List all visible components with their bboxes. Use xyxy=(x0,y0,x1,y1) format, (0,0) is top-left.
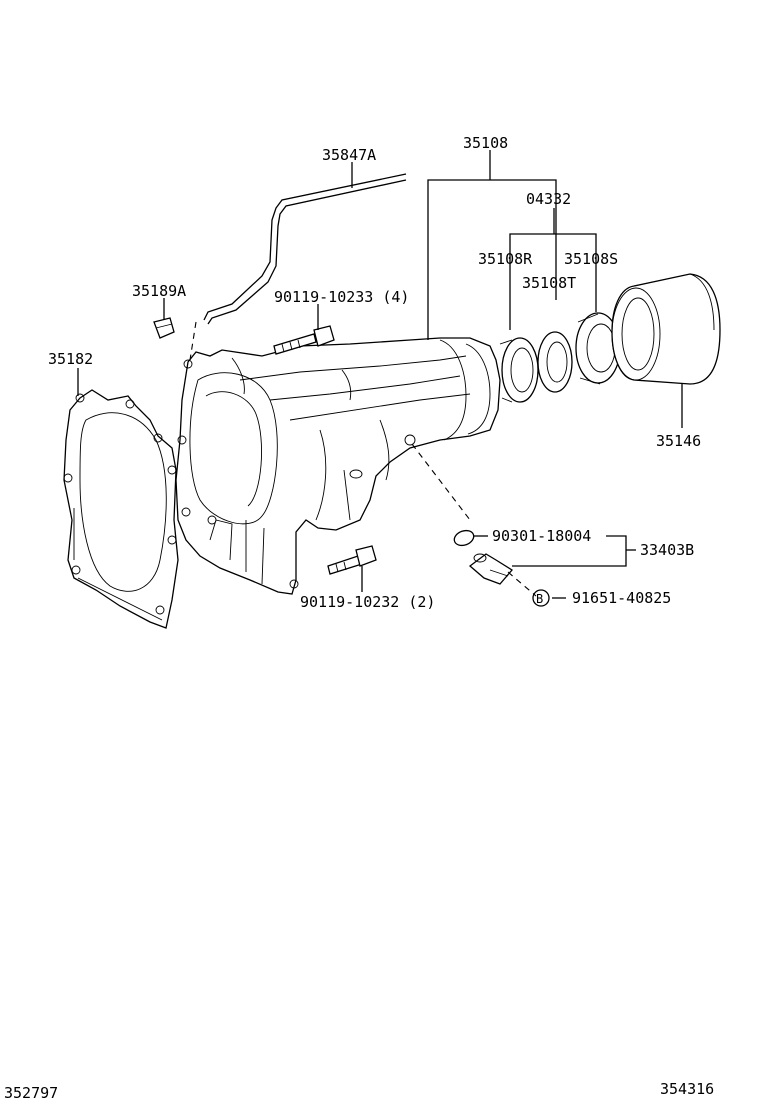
label-35108S: 35108S xyxy=(564,250,618,268)
label-35108: 35108 xyxy=(463,134,508,152)
marker-B-letter: B xyxy=(536,592,543,606)
label-35189A: 35189A xyxy=(132,282,186,300)
label-90119-10232: 90119-10232 (2) xyxy=(300,593,435,611)
breather-tube-35847A xyxy=(189,173,407,361)
label-90301-18004: 90301-18004 xyxy=(492,527,591,545)
bolt-90119-10233 xyxy=(273,325,335,355)
label-90119-10233: 90119-10233 (4) xyxy=(274,288,409,306)
o-ring-90301-18004 xyxy=(453,529,475,547)
label-35108R: 35108R xyxy=(478,250,533,268)
dust-cover-35146 xyxy=(611,273,721,385)
label-35182: 35182 xyxy=(48,350,93,368)
bearing-35108T xyxy=(537,331,573,393)
label-04332: 04332 xyxy=(526,190,571,208)
footer-right-code: 354316 xyxy=(660,1080,714,1098)
label-35146: 35146 xyxy=(656,432,701,450)
gasket-35182 xyxy=(63,389,179,629)
transmission-extension-housing xyxy=(175,337,501,595)
footer-left-code: 352797 xyxy=(4,1084,58,1102)
label-91651-40825: 91651-40825 xyxy=(572,589,671,607)
label-33403B: 33403B xyxy=(640,541,694,559)
bolt-90119-10232 xyxy=(327,545,377,575)
marker-B: B xyxy=(532,589,550,607)
seal-35108R xyxy=(499,337,539,403)
speedometer-sleeve-33403B xyxy=(468,553,513,585)
leader-lines xyxy=(77,150,683,599)
label-35108T: 35108T xyxy=(522,274,576,292)
plug-35189A xyxy=(153,317,175,339)
label-35847A: 35847A xyxy=(322,146,376,164)
